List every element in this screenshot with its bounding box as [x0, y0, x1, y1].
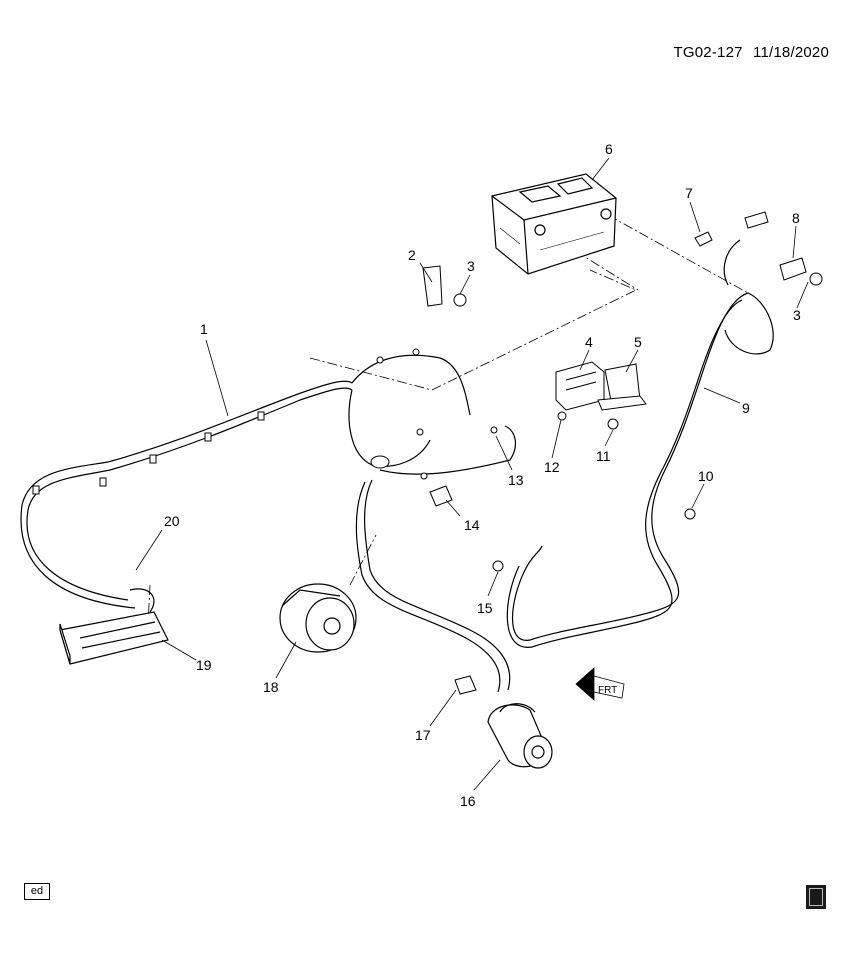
callout-11: 11: [596, 448, 611, 464]
main-harness: [20, 354, 517, 693]
leader-lines: [135, 157, 809, 791]
callout-12: 12: [544, 459, 560, 475]
callout-15: 15: [477, 600, 493, 616]
corner-label: ed: [24, 883, 50, 900]
gm-logo: [806, 885, 826, 909]
callout-5: 5: [634, 334, 642, 350]
alignment-lines: [147, 214, 749, 626]
diagram-header: TG02-127 11/18/2020: [668, 44, 829, 61]
front-direction-label: FRT: [598, 685, 617, 696]
callout-6: 6: [605, 141, 613, 157]
callout-2: 2: [408, 247, 416, 263]
callout-19: 19: [196, 657, 212, 673]
module-bracket: [59, 611, 169, 665]
diagram-date: 11/18/2020: [753, 44, 829, 61]
callout-9: 9: [742, 400, 750, 416]
callout-7: 7: [685, 185, 693, 201]
callout-labels: 1 2 3 3 4 5 6 7 8 9 10 11 12 13 14 15 16…: [164, 141, 801, 809]
battery: [491, 173, 617, 275]
harness-clips: [32, 348, 498, 495]
callout-3: 3: [467, 258, 475, 274]
callout-8: 8: [792, 210, 800, 226]
starter: [487, 703, 553, 769]
callout-1: 1: [200, 321, 208, 337]
callout-16: 16: [460, 793, 476, 809]
callout-4: 4: [585, 334, 593, 350]
positive-cable: [506, 239, 774, 648]
diagram-code: TG02-127: [673, 44, 743, 61]
callout-13: 13: [508, 472, 524, 488]
callout-14: 14: [464, 517, 480, 533]
front-direction-arrow: [575, 667, 625, 701]
callout-20: 20: [164, 513, 180, 529]
callout-3: 3: [793, 307, 801, 323]
callout-10: 10: [698, 468, 714, 484]
fuse-block: [555, 361, 647, 411]
callout-17: 17: [415, 727, 431, 743]
callout-18: 18: [263, 679, 279, 695]
generator: [279, 583, 357, 653]
